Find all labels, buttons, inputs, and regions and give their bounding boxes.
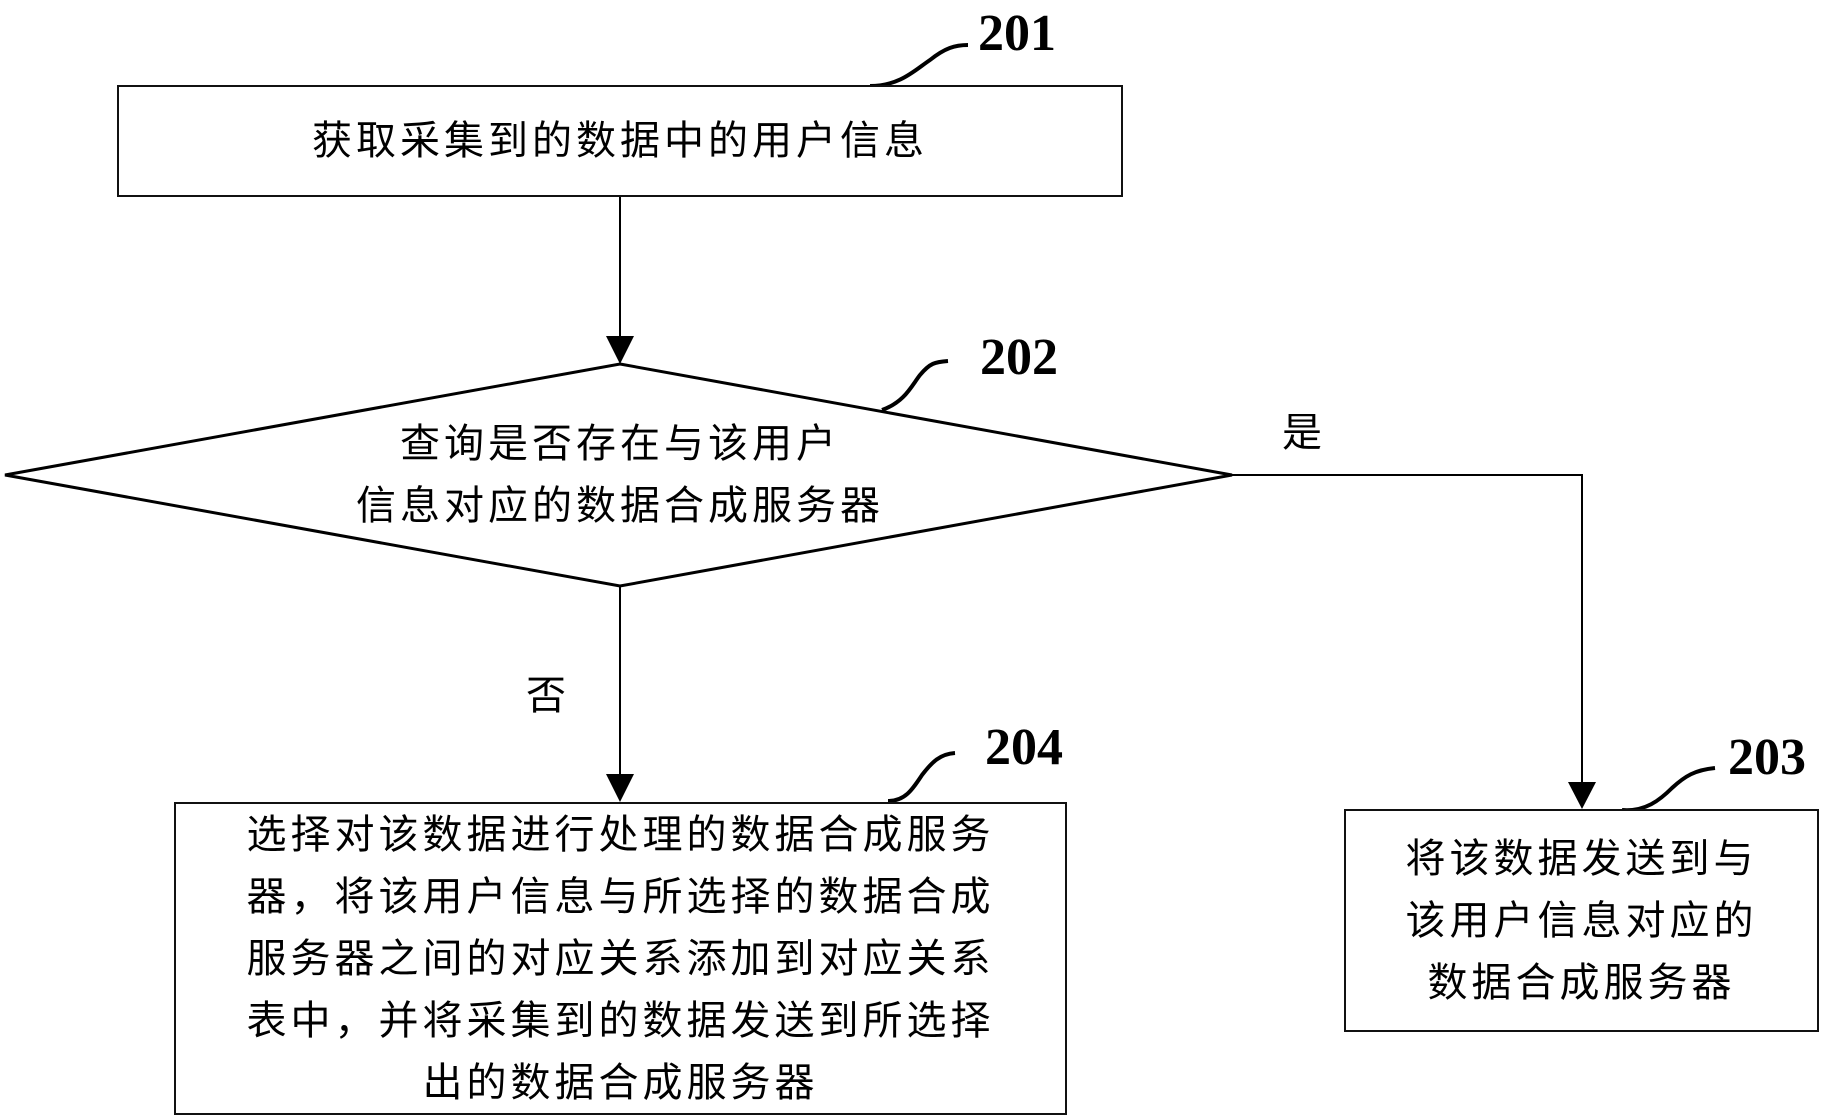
ref-leader-203 <box>1621 766 1716 813</box>
arrowhead-203 <box>1568 782 1596 809</box>
decision-text-line-2: 信息对应的数据合成服务器 <box>356 483 884 529</box>
ref-leader-204 <box>887 751 956 803</box>
decision-text-line-1: 查询是否存在与该用户 <box>400 421 840 467</box>
ref-label-204: 204 <box>985 719 1063 776</box>
text-line: 表中，并将采集到的数据发送到所选择 <box>246 997 995 1044</box>
ref-label-202: 202 <box>980 329 1058 386</box>
text-line: 选择对该数据进行处理的数据合成服务 <box>246 811 995 858</box>
edge-202-203 <box>1232 474 1583 782</box>
arrowhead-204 <box>606 774 634 802</box>
ref-leader-201 <box>869 43 969 88</box>
arrowhead-202 <box>606 336 634 364</box>
process-box-201: 获取采集到的数据中的用户信息 <box>117 85 1123 197</box>
edge-label-yes: 是 <box>1282 410 1322 456</box>
process-text-204: 选择对该数据进行处理的数据合成服务 器，将该用户信息与所选择的数据合成 服务器之… <box>247 804 995 1114</box>
text-line: 出的数据合成服务器 <box>422 1059 819 1106</box>
decision-text-202: 查询是否存在与该用户 信息对应的数据合成服务器 <box>320 413 920 537</box>
text-line: 服务器之间的对应关系添加到对应关系 <box>246 935 995 982</box>
process-box-203: 将该数据发送到与 该用户信息对应的 数据合成服务器 <box>1344 809 1819 1032</box>
ref-leader-202 <box>881 359 949 412</box>
text-line: 将该数据发送到与 <box>1405 835 1758 882</box>
text-line: 器，将该用户信息与所选择的数据合成 <box>246 873 995 920</box>
ref-label-201: 201 <box>978 5 1056 62</box>
text-line: 数据合成服务器 <box>1427 959 1736 1006</box>
ref-label-203: 203 <box>1728 729 1806 786</box>
process-text-203: 将该数据发送到与 该用户信息对应的 数据合成服务器 <box>1406 828 1758 1014</box>
text-line: 该用户信息对应的 <box>1405 897 1758 944</box>
process-box-204: 选择对该数据进行处理的数据合成服务 器，将该用户信息与所选择的数据合成 服务器之… <box>174 802 1067 1115</box>
process-text-201: 获取采集到的数据中的用户信息 <box>312 118 928 164</box>
edge-label-no: 否 <box>526 673 566 719</box>
